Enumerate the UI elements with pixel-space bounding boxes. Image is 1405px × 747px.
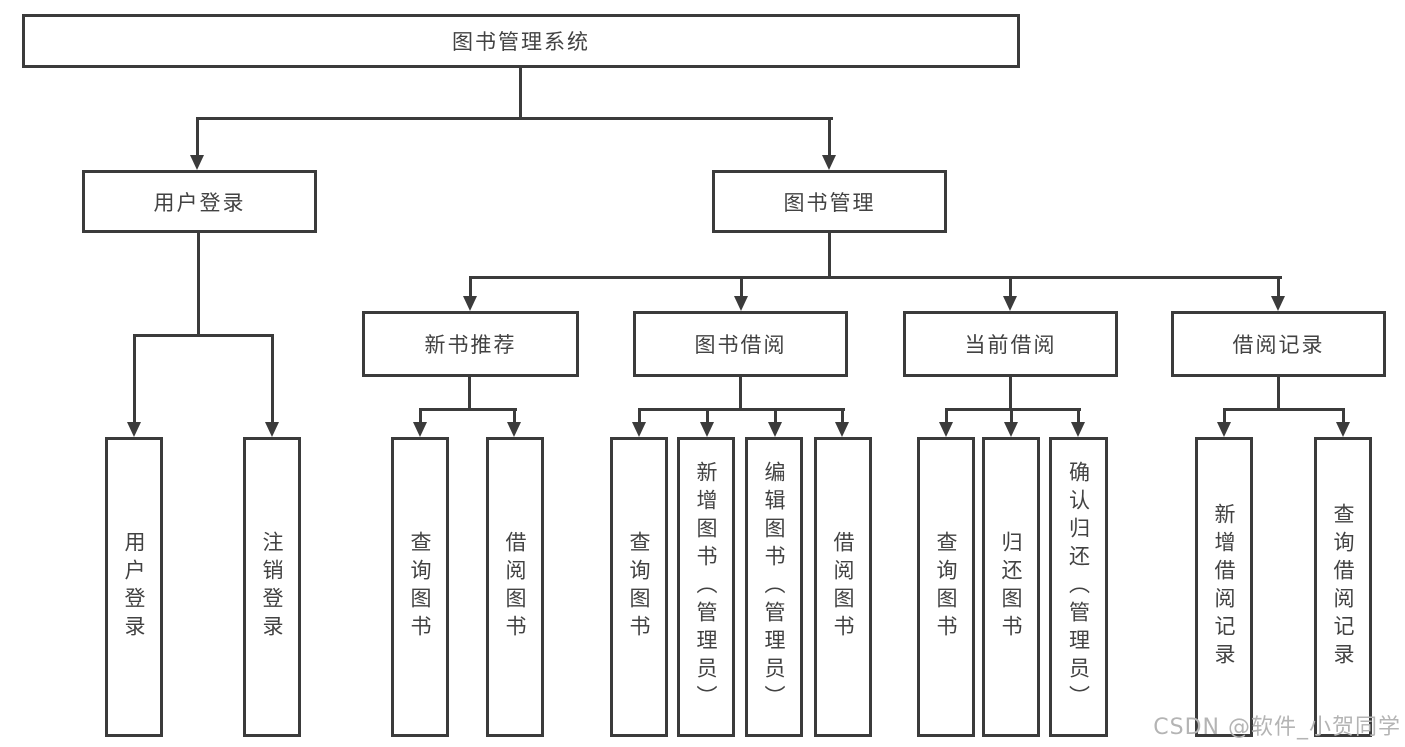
node-user-login: 用户登录 [82,170,317,233]
arrowhead [1217,422,1231,437]
leaf-label: 用户登录 [122,531,147,643]
leaf-label: 确认归还（管理员） [1066,461,1091,713]
node-current-borrow: 当前借阅 [903,311,1118,377]
leaf-label: 查询借阅记录 [1331,503,1356,671]
leaf-query-books-current: 查询图书 [917,437,975,737]
leaf-query-books-recommend: 查询图书 [391,437,449,737]
leaf-label: 借阅图书 [503,531,528,643]
arrowhead [835,422,849,437]
arrowhead [768,422,782,437]
leaf-user-login: 用户登录 [105,437,163,737]
arrowhead [463,296,477,311]
arrowhead [632,422,646,437]
node-book-management: 图书管理 [712,170,947,233]
leaf-edit-books-admin: 编辑图书（管理员） [745,437,803,737]
node-book-borrow: 图书借阅 [633,311,848,377]
leaf-label: 新增借阅记录 [1212,503,1237,671]
arrowhead [734,296,748,311]
arrowhead [1071,422,1085,437]
leaf-borrow-books: 借阅图书 [814,437,872,737]
arrowhead [1003,296,1017,311]
leaf-confirm-return-admin: 确认归还（管理员） [1049,437,1108,737]
leaf-logout: 注销登录 [243,437,301,737]
leaf-query-borrow-record: 查询借阅记录 [1314,437,1372,737]
leaf-label: 查询图书 [627,531,652,643]
leaf-label: 查询图书 [934,531,959,643]
leaf-borrow-books-recommend: 借阅图书 [486,437,544,737]
node-borrow-records: 借阅记录 [1171,311,1386,377]
leaf-return-books: 归还图书 [982,437,1040,737]
arrowhead [265,422,279,437]
leaf-label: 归还图书 [999,531,1024,643]
leaf-label: 注销登录 [260,531,285,643]
leaf-label: 新增图书（管理员） [694,461,719,713]
arrowhead [1271,296,1285,311]
arrowhead [413,422,427,437]
arrowhead [190,155,204,170]
leaf-add-borrow-record: 新增借阅记录 [1195,437,1253,737]
arrowhead [127,422,141,437]
arrowhead [939,422,953,437]
leaf-query-books-borrow: 查询图书 [610,437,668,737]
arrowhead [507,422,521,437]
arrowhead [822,155,836,170]
arrowhead [1004,422,1018,437]
node-new-book-recommend: 新书推荐 [362,311,579,377]
leaf-label: 借阅图书 [831,531,856,643]
watermark: CSDN @软件_小贺同学 [1153,715,1401,740]
leaf-label: 编辑图书（管理员） [762,461,787,713]
node-root: 图书管理系统 [22,14,1020,68]
arrowhead [700,422,714,437]
leaf-add-books-admin: 新增图书（管理员） [677,437,735,737]
arrowhead [1336,422,1350,437]
leaf-label: 查询图书 [408,531,433,643]
